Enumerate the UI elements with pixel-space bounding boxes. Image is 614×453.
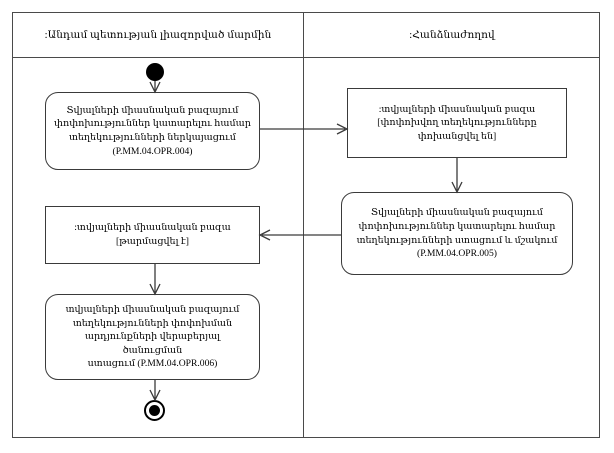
swimlane-divider: [303, 12, 304, 438]
initial-node: [146, 63, 164, 81]
swimlane-label-member-state: :Անդամ պետության լիազորված մարմին: [44, 29, 272, 41]
swimlane-header-member-state: :Անդամ պետության լիազորված մարմին: [13, 12, 303, 57]
swimlane-header-rule: [12, 57, 600, 58]
object-node-db-transferred[interactable]: :տվյալների միասնական բազա [փոփոխվող տեղե…: [347, 88, 567, 158]
activity-node-receive-process-text: Տվյալների միասնական բազայում փոփոխությու…: [356, 207, 558, 260]
activity-node-submit-info-text: Տվյալների միասնական բազայում փոփոխությու…: [54, 104, 251, 157]
activity-node-receive-process[interactable]: Տվյալների միասնական բազայում փոփոխությու…: [341, 192, 573, 275]
object-node-db-updated-text: :տվյալների միասնական բազա [թարմացվել է]: [74, 222, 231, 247]
swimlane-header-commission: :Հանձնաժողով: [304, 12, 600, 57]
object-node-db-updated[interactable]: :տվյալների միասնական բազա [թարմացվել է]: [45, 206, 260, 264]
activity-node-notify-result[interactable]: տվյալների միասնական բազայում տեղեկությու…: [45, 294, 260, 380]
object-node-db-transferred-text: :տվյալների միասնական բազա [փոփոխվող տեղե…: [377, 103, 537, 142]
swimlane-label-commission: :Հանձնաժողով: [409, 29, 495, 41]
activity-node-notify-result-text: տվյալների միասնական բազայում տեղեկությու…: [65, 303, 240, 370]
final-node: [144, 400, 165, 421]
activity-node-submit-info[interactable]: Տվյալների միասնական բազայում փոփոխությու…: [45, 92, 260, 170]
